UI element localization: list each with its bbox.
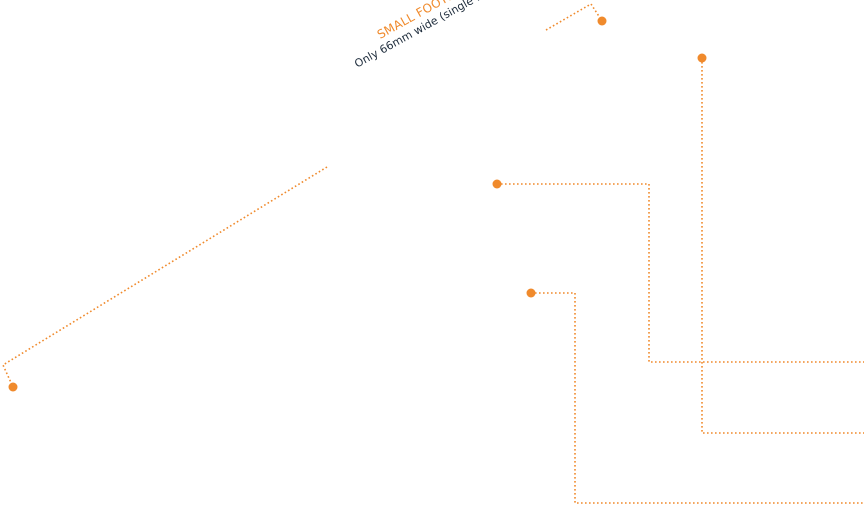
footprint-leader-dot-bottom bbox=[8, 382, 18, 392]
footprint-leader-line-bottom bbox=[1, 166, 328, 388]
leader-line-a bbox=[697, 53, 864, 434]
leader-line-c-dot bbox=[526, 288, 536, 298]
leader-line-b-dot bbox=[492, 179, 502, 189]
footprint-leader-line-top bbox=[545, 2, 603, 31]
leader-line-c bbox=[526, 288, 864, 504]
leader-line-c-path bbox=[531, 292, 864, 504]
leader-line-b bbox=[492, 179, 864, 363]
leader-line-a-dot bbox=[697, 53, 707, 63]
leader-line-b-path bbox=[497, 183, 864, 363]
footprint-callout-leader bbox=[1, 2, 607, 392]
leader-line-a-path bbox=[701, 58, 864, 434]
footprint-leader-dot-top bbox=[597, 16, 607, 26]
